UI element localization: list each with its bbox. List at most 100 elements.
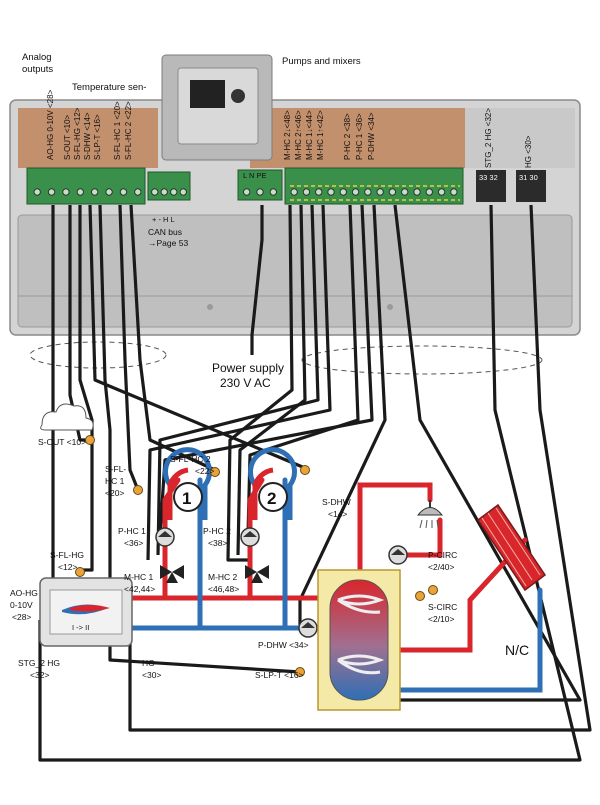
label-s-circ-2: <2/10> <box>428 614 455 624</box>
wire-s-fl-hg <box>78 205 94 572</box>
label-s-fl-hc2-1: S-FL-HC 2 <box>170 454 211 464</box>
power-cable <box>250 205 264 355</box>
wire-m-hc1-up <box>146 204 332 561</box>
terminal-screw <box>33 188 41 196</box>
component-labels: S-OUT <10> S-FL- HC 1 <20> S-FL-HC 2 <22… <box>10 437 529 680</box>
label-s-circ-1: S-CIRC <box>428 602 457 612</box>
analog-outputs-heading-2: outputs <box>22 64 53 75</box>
terminal-screw <box>413 188 421 196</box>
label-hg-2: <30> <box>142 670 161 680</box>
terminal-m-hc1-up: M-HC 1↑<42> <box>316 110 325 160</box>
dhw-storage-tank <box>317 569 401 711</box>
terminal-screw <box>315 188 323 196</box>
label-s-fl-hc2-2: <22> <box>195 466 214 476</box>
terminal-block-hg <box>516 170 546 202</box>
power-supply-label: Power supply <box>212 361 284 375</box>
wire-s-lp-t <box>98 204 301 674</box>
label-s-fl-hg-2: <12> <box>58 562 77 572</box>
wire-p-circ <box>393 204 582 702</box>
control-panel <box>161 54 273 161</box>
terminal-screw <box>450 188 458 196</box>
label-s-fl-hc1-3: <20> <box>105 488 124 498</box>
terminal-m-hc1-down: M-HC 1↓<44> <box>305 110 314 160</box>
wire-p-dhw <box>298 204 387 625</box>
can-pin-labels: + - H L <box>152 215 175 224</box>
pipe-dhw-out <box>357 482 433 578</box>
label-p-hc2-1: P-HC 2 <box>203 526 231 536</box>
terminal-s-fl-hg: S-FL-HG <12> <box>73 107 82 160</box>
terminal-s-out: S-OUT <10> <box>63 114 72 160</box>
pipe-hc2-supply <box>247 477 265 601</box>
control-wires <box>38 204 592 762</box>
label-s-fl-hg-1: S-FL-HG <box>50 550 84 560</box>
pump-dhw <box>298 618 318 638</box>
hg-terminal-numbers: 31 30 <box>519 173 538 182</box>
label-stg2-hg-1: STG_2 HG <box>18 658 60 668</box>
terminal-block-can <box>147 171 191 201</box>
terminal-ao-hg: AO-HG 0-10V <28> <box>46 89 55 160</box>
pipe-hc1-supply <box>162 477 181 601</box>
terminal-screw <box>364 188 372 196</box>
label-p-circ-2: <2/40> <box>428 562 455 572</box>
terminal-screw <box>119 188 128 196</box>
pump-hc2 <box>240 527 260 547</box>
wire-p-hc1 <box>158 204 374 536</box>
label-s-lp-t: S-LP-T <16> <box>255 670 304 680</box>
terminal-m-hc2-up: M-HC 2↑<46> <box>294 110 303 160</box>
terminal-screw <box>47 188 56 196</box>
wire-m-hc2-up <box>236 204 307 556</box>
terminal-s-fl-hc1: S-FL-HC 1 <20> <box>113 101 122 160</box>
solar-collector <box>476 503 547 592</box>
terminal-block-pumps <box>284 167 464 205</box>
label-p-hc1-2: <36> <box>124 538 143 548</box>
terminal-screw <box>269 188 278 196</box>
circuit-1-number: 1 <box>182 489 191 508</box>
wire-stg2-hg <box>38 204 582 762</box>
cable-entry-left <box>29 341 167 369</box>
terminal-p-dhw: P-DHW <34> <box>367 112 376 160</box>
terminal-screw <box>351 188 360 196</box>
label-ao-hg-3: <28> <box>12 612 31 622</box>
terminal-m-hc2-down: M-HC 2↓<48> <box>283 110 292 160</box>
label-ao-hg-1: AO-HG <box>10 588 38 598</box>
terminal-screw <box>339 188 347 196</box>
wire-p-hc2 <box>246 204 360 536</box>
terminal-stg2-hg: STG_2 HG <32> <box>484 108 493 168</box>
terminal-screw <box>242 188 251 196</box>
heating-circuit-1: 1 <box>163 447 212 520</box>
terminal-s-lp-t: S-LP-T <16> <box>93 114 102 160</box>
label-s-out: S-OUT <10> <box>38 437 86 447</box>
mixer-hc2 <box>245 565 269 583</box>
label-ao-hg-2: 0-10V <box>10 600 33 610</box>
terminal-screw <box>105 188 113 196</box>
label-p-circ-1: P-CIRC <box>428 550 457 560</box>
terminal-screw <box>134 188 142 196</box>
label-s-dhw-1: S-DHW <box>322 497 351 507</box>
heat-generator: I -> II <box>39 577 133 647</box>
hydraulic-pipes <box>127 477 543 693</box>
terminal-screw <box>290 188 298 196</box>
terminal-screw <box>76 188 85 196</box>
pump-hc1 <box>155 527 175 547</box>
terminal-screw <box>401 188 409 196</box>
analog-outputs-heading-1: Analog <box>22 52 52 63</box>
label-m-hc1-2: <42,44> <box>124 584 155 594</box>
pipe-solar-flow <box>397 537 528 653</box>
pipe-solar-return <box>397 587 543 693</box>
mixer-hc1 <box>160 565 184 583</box>
sensor-dot <box>85 435 95 445</box>
wire-s-fl-hc1 <box>118 204 140 491</box>
cable-entry-right <box>301 345 543 375</box>
heating-circuit-2: 2 <box>248 447 297 520</box>
terminal-p-hc2: P-HC 2 <38> <box>343 113 352 160</box>
terminal-block-stg <box>476 170 506 202</box>
terminal-screw <box>160 188 168 196</box>
pump-circulation <box>388 545 408 565</box>
terminal-s-dhw: S-DHW <14> <box>83 112 92 160</box>
label-m-hc1-1: M-HC 1 <box>124 572 154 582</box>
label-m-hc2-2: <46,48> <box>208 584 239 594</box>
label-p-hc1-1: P-HC 1 <box>118 526 146 536</box>
terminal-screw <box>256 188 264 196</box>
terminal-screw <box>179 188 187 196</box>
